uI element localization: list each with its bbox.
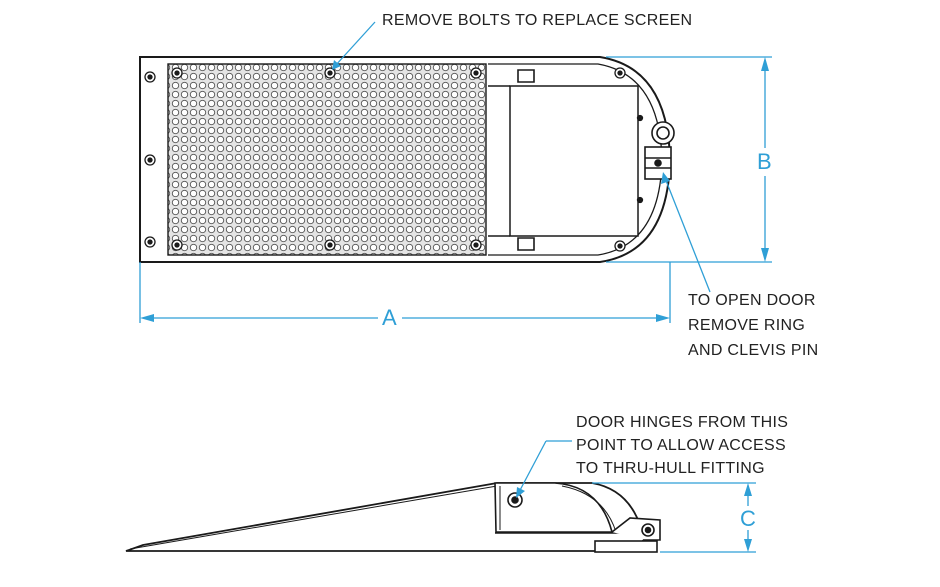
leader-lines-top <box>332 21 711 293</box>
leader-line-hinge <box>516 440 572 498</box>
callout-door-hinge-line-1: DOOR HINGES FROM THIS <box>576 414 789 431</box>
dimension-b-label: B <box>757 149 772 174</box>
callout-replace-screen: REMOVE BOLTS TO REPLACE SCREEN <box>382 12 693 29</box>
bolt-icon <box>636 196 644 204</box>
dimension-c-label: C <box>740 506 756 531</box>
bolt-icon-group <box>144 67 644 252</box>
dimension-a-lines <box>139 262 671 323</box>
hinge-tab-top <box>517 69 535 83</box>
callout-open-door-line-3: AND CLEVIS PIN <box>688 342 819 359</box>
dimension-c-lines <box>592 482 756 553</box>
dimension-a-label: A <box>382 305 397 330</box>
dimension-b-lines <box>606 56 772 263</box>
side-view <box>125 482 661 553</box>
side-view-base-plate <box>594 540 658 553</box>
top-view <box>139 56 675 263</box>
callout-open-door-line-1: TO OPEN DOOR <box>688 292 816 309</box>
hinge-tab-bottom <box>517 237 535 251</box>
clevis-pin-ring-icon <box>644 121 675 180</box>
callout-open-door-line-2: REMOVE RING <box>688 317 806 334</box>
callout-door-hinge-line-3: TO THRU-HULL FITTING <box>576 460 765 477</box>
callout-door-hinge-line-2: POINT TO ALLOW ACCESS <box>576 437 786 454</box>
bolt-icon <box>636 114 644 122</box>
strainer-screen <box>167 63 487 256</box>
door-opening <box>509 85 639 237</box>
